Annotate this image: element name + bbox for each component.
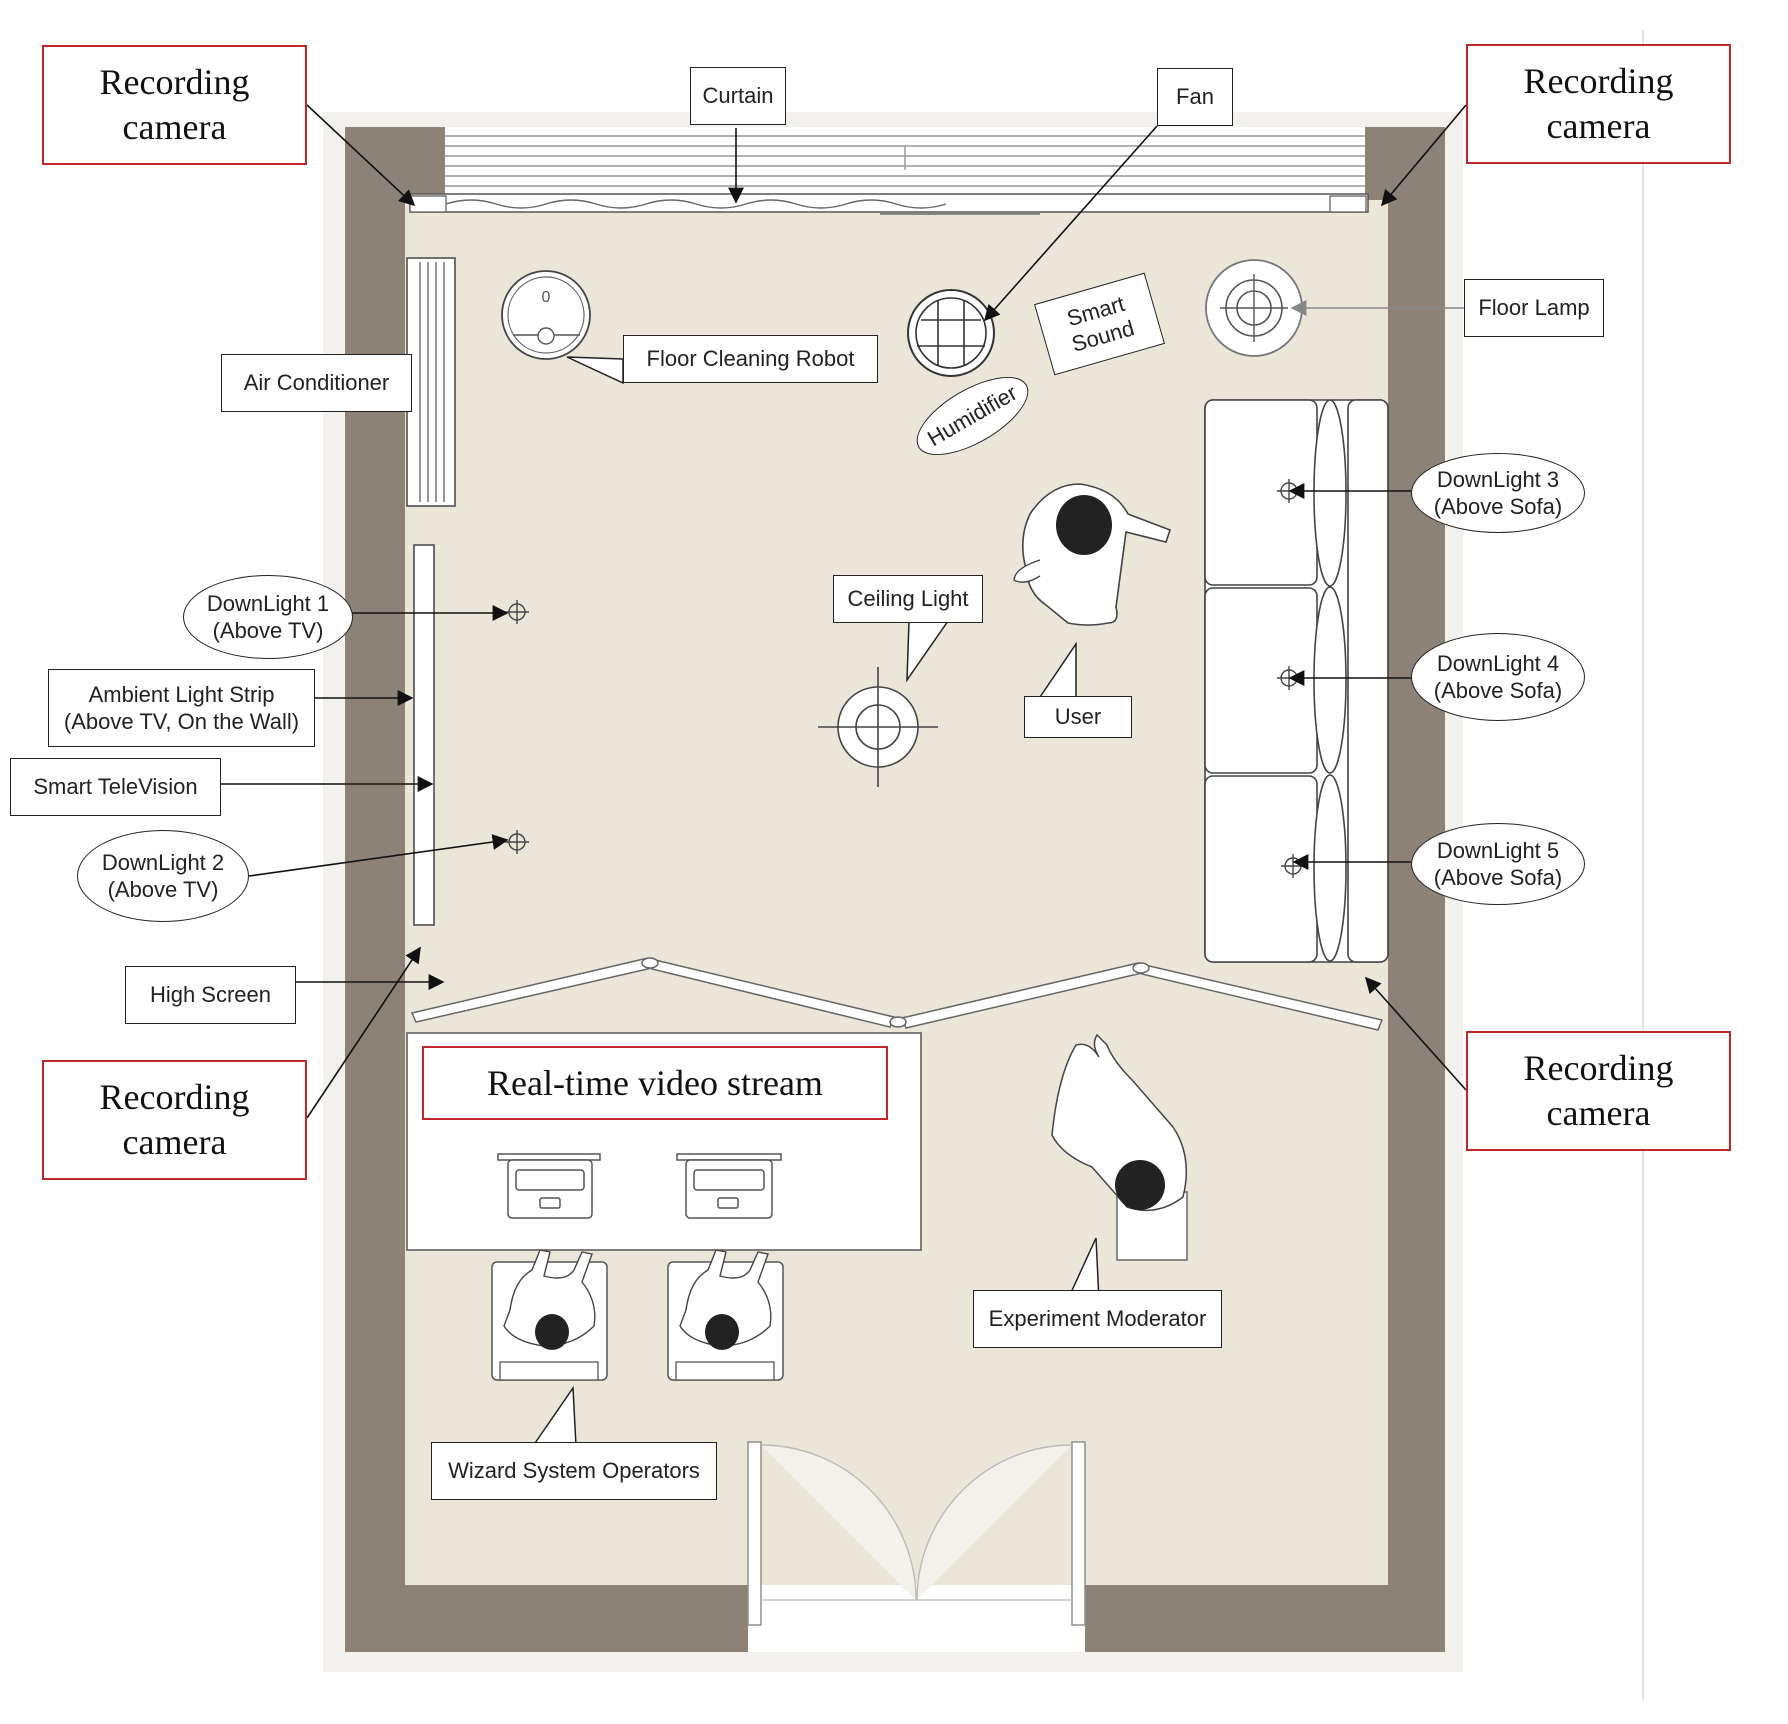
camera-top-right-arrow [1380, 104, 1467, 207]
camera-top-left-arrow [306, 104, 416, 207]
user-person-icon[interactable] [1013, 483, 1172, 626]
laptop-icon[interactable] [676, 1153, 782, 1219]
high-screen-label: High Screen [125, 966, 296, 1024]
camera-bottom-right-arrow [1364, 976, 1467, 1091]
recording-camera-label-top-left: Recording camera [42, 45, 307, 165]
ceiling-light-icon[interactable] [818, 667, 938, 787]
high-screen-icon[interactable] [410, 957, 1384, 1031]
operator-2-person-icon[interactable] [667, 1249, 784, 1381]
fan-icon[interactable] [907, 289, 995, 377]
camera-bottom-left-arrow [306, 946, 421, 1119]
floor-cleaning-robot-label: Floor Cleaning Robot [623, 335, 878, 383]
downlight-1-label: DownLight 1 (Above TV) [183, 575, 353, 659]
recording-camera-label-bottom-right: Recording camera [1466, 1031, 1731, 1151]
ambient-light-strip-label: Ambient Light Strip (Above TV, On the Wa… [48, 669, 315, 747]
robot-mark: 0 [542, 289, 551, 306]
downlight-2-arrow [248, 834, 509, 877]
floor-lamp-icon[interactable] [1205, 259, 1303, 357]
downlight-3-label: DownLight 3 (Above Sofa) [1411, 453, 1585, 533]
door-icon[interactable] [747, 1441, 1086, 1626]
downlight-2-icon[interactable] [505, 830, 529, 854]
fan-arrow [983, 125, 1158, 322]
operator-1-person-icon[interactable] [491, 1249, 608, 1381]
real-time-video-stream-label: Real-time video stream [422, 1046, 888, 1120]
downlight-5-label: DownLight 5 (Above Sofa) [1411, 823, 1585, 905]
floor-lamp-label: Floor Lamp [1464, 279, 1604, 337]
air-conditioner-icon[interactable] [406, 257, 456, 507]
air-conditioner-label: Air Conditioner [221, 354, 412, 412]
experiment-moderator-label: Experiment Moderator [973, 1290, 1222, 1348]
downlight-4-label: DownLight 4 (Above Sofa) [1411, 633, 1585, 721]
fan-label: Fan [1157, 68, 1233, 126]
moderator-person-icon[interactable] [1051, 1033, 1188, 1261]
wizard-system-operators-label: Wizard System Operators [431, 1442, 717, 1500]
smart-television-icon[interactable] [413, 544, 435, 926]
laptop-icon[interactable] [497, 1153, 601, 1219]
downlight-1-icon[interactable] [505, 600, 529, 624]
window-frame [445, 135, 1365, 187]
recording-camera-label-top-right: Recording camera [1466, 44, 1731, 164]
recording-camera-label-bottom-left: Recording camera [42, 1060, 307, 1180]
ceiling-light-label: Ceiling Light [833, 575, 983, 623]
curtain-icon[interactable] [409, 193, 1369, 215]
curtain-label: Curtain [690, 67, 786, 125]
floor-cleaning-robot-icon[interactable] [501, 270, 591, 360]
smart-television-label: Smart TeleVision [10, 758, 221, 816]
user-label: User [1024, 696, 1132, 738]
downlight-2-label: DownLight 2 (Above TV) [77, 830, 249, 922]
